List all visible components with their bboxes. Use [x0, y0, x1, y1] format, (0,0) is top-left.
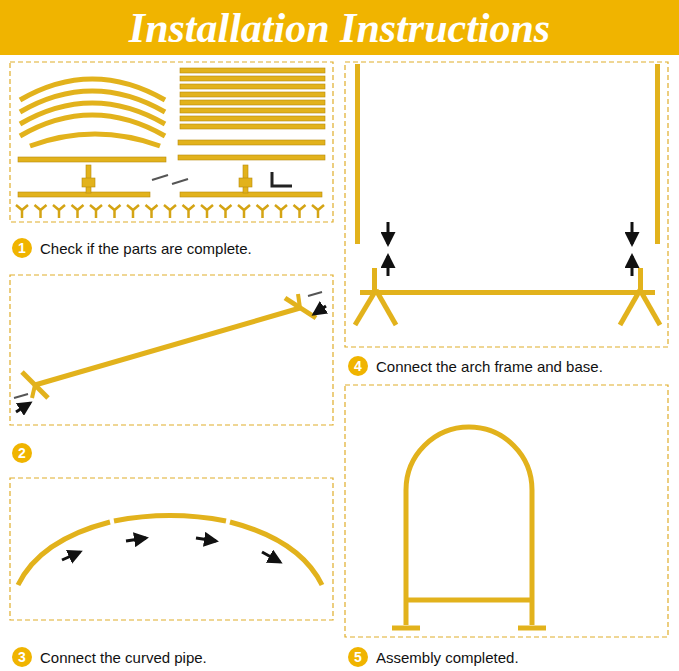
wing-nuts [16, 205, 324, 218]
wing-nut [127, 205, 139, 218]
wing-nut [183, 205, 195, 218]
wing-nut [312, 205, 324, 218]
step-number: 3 [12, 647, 32, 667]
step-circle: 3 [12, 647, 32, 667]
step-number: 1 [12, 238, 32, 258]
step-circle: 4 [348, 356, 368, 376]
wing-nut [294, 205, 306, 218]
wing-nut [53, 205, 65, 218]
completed-arch [392, 427, 546, 628]
wing-nut [164, 205, 176, 218]
step-text: Assembly completed. [376, 649, 519, 666]
title: Installation Instructions [129, 4, 550, 52]
step-text: Check if the parts are complete. [40, 240, 252, 257]
step-circle: 1 [12, 238, 32, 258]
wing-nut [146, 205, 158, 218]
step-number: 2 [12, 443, 32, 463]
wing-nut [16, 205, 28, 218]
wing-nut [220, 205, 232, 218]
title-banner [0, 0, 679, 55]
step-circle: 5 [348, 647, 368, 667]
step-number: 5 [348, 647, 368, 667]
wing-nut [238, 205, 250, 218]
curved-pipes [20, 79, 165, 146]
wing-nut [90, 205, 102, 218]
wing-nut [275, 205, 287, 218]
wing-nut [35, 205, 47, 218]
wing-nut [257, 205, 269, 218]
allen-key [272, 172, 292, 186]
step-number: 4 [348, 356, 368, 376]
straight-pipes [18, 68, 325, 197]
step-text: Connect the arch frame and base. [376, 358, 603, 375]
curved-pipe-joining [18, 516, 322, 586]
step-text: Connect the curved pipe. [40, 649, 207, 666]
screws [152, 175, 188, 184]
wing-nut [72, 205, 84, 218]
base-assembly [14, 292, 326, 412]
wing-nut [201, 205, 213, 218]
wing-nut [109, 205, 121, 218]
panel-frames [10, 62, 668, 637]
step-circle: 2 [12, 443, 32, 463]
frame-and-base [355, 64, 660, 325]
